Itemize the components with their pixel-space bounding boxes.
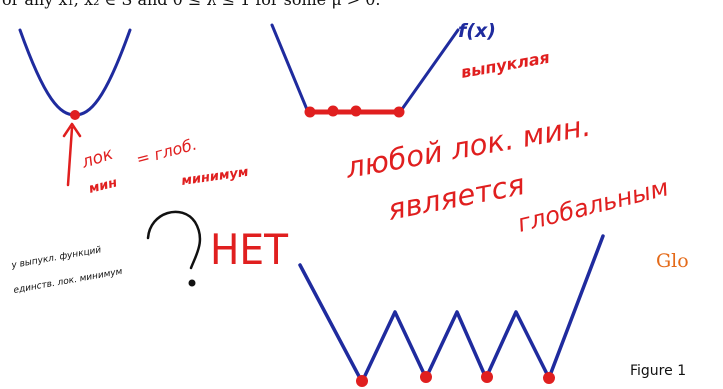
fx-label: f(x) [458, 20, 496, 42]
lok-label: лок [78, 144, 116, 173]
flat-convex-curve [270, 23, 460, 114]
w-min-point-1 [356, 375, 368, 387]
net-label: НЕТ [210, 225, 288, 274]
parabola-minimum-point [70, 110, 80, 120]
w-min-point-4 [543, 372, 555, 384]
header-text: or any x₁, x₂ ∈ S and 0 ≤ λ ≤ 1 for some… [2, 0, 380, 9]
note-line-1: у выпукл. функций [10, 245, 102, 271]
question-dot [188, 279, 196, 287]
flat-point-2 [327, 105, 339, 117]
eq-glob-label: = глоб. [134, 134, 199, 168]
min-label: мин [87, 175, 119, 197]
flat-point-4 [393, 106, 405, 118]
arrow-up [62, 122, 82, 187]
w-curve [298, 234, 605, 384]
convex-label: выпуклая [459, 48, 551, 82]
note-line-2: единств. лок. минимум [13, 267, 124, 296]
minimum-label: минимум [180, 165, 249, 189]
statement-line-3: глобальным [515, 173, 672, 238]
flat-point-1 [304, 106, 316, 118]
w-min-point-3 [481, 371, 493, 383]
flat-point-3 [350, 105, 362, 117]
question-mark [146, 210, 202, 270]
statement-line-1: любой лок. мин. [342, 108, 593, 185]
statement-line-2: является [385, 167, 528, 227]
overlay-glo-text: Glo [656, 250, 689, 272]
figure-caption: Figure 1 [630, 363, 687, 379]
w-min-point-2 [420, 371, 432, 383]
parabola-curve [18, 28, 132, 117]
